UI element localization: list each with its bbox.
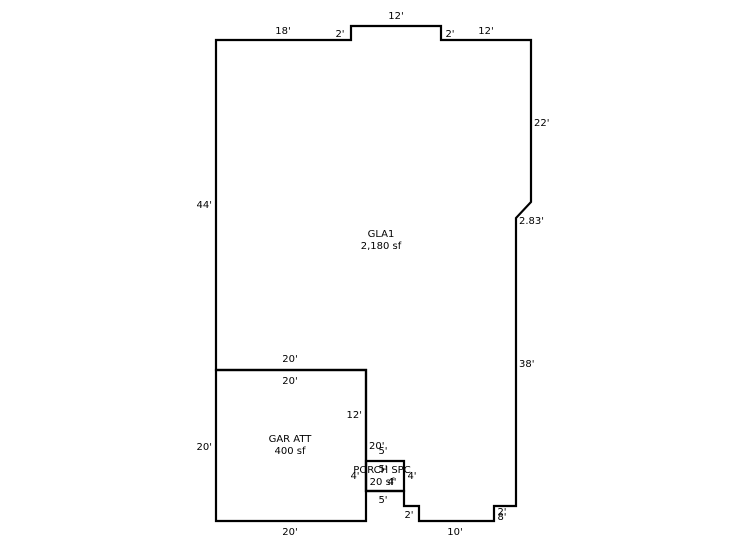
dim-top-left: 18' — [275, 26, 290, 37]
dim-top-right: 12' — [478, 26, 493, 37]
dim-top-right-jog: 2' — [445, 29, 454, 40]
dim-bottom-right-step: 8' — [497, 512, 506, 523]
gla1-name: GLA1 — [368, 229, 395, 240]
porch-name: PORCH SPC — [353, 465, 410, 476]
garage-name: GAR ATT — [269, 434, 313, 445]
dim-porch-top: 5' — [378, 446, 387, 457]
dim-left-upper: 44' — [197, 200, 212, 211]
dim-bottom-left-jog: 2' — [404, 510, 413, 521]
dim-garage-bottom: 20' — [282, 527, 297, 538]
dim-garage-top-inner: 20' — [282, 376, 297, 387]
dim-porch-bottom: 5' — [378, 495, 387, 506]
dim-bottom-right-jog: 2' — [497, 507, 506, 518]
dim-porch-left: 4' — [350, 471, 359, 482]
dim-garage-left: 20' — [197, 442, 212, 453]
dim-garage-right-lower: 20' — [369, 441, 384, 452]
dim-right-upper: 22' — [534, 118, 549, 129]
dim-garage-right: 12' — [347, 410, 362, 421]
porch-size: 20 sf — [370, 477, 395, 488]
dim-garage-top-outer: 20' — [282, 354, 297, 365]
dim-right-lower: 38' — [519, 359, 534, 370]
dim-top-center: 12' — [388, 11, 403, 22]
dim-bottom-center: 10' — [447, 527, 462, 538]
dim-porch-right: 4' — [407, 471, 416, 482]
gla1-size: 2,180 sf — [361, 241, 402, 252]
garage-outline — [214, 368, 368, 523]
dim-top-left-jog: 2' — [335, 29, 344, 40]
dim-porch-inner-b: 4' — [387, 477, 396, 488]
garage-size: 400 sf — [275, 446, 306, 457]
porch-outline — [364, 459, 406, 493]
dim-right-diagonal: 2.83' — [519, 216, 544, 227]
dim-porch-inner-a: 5' — [378, 464, 387, 475]
